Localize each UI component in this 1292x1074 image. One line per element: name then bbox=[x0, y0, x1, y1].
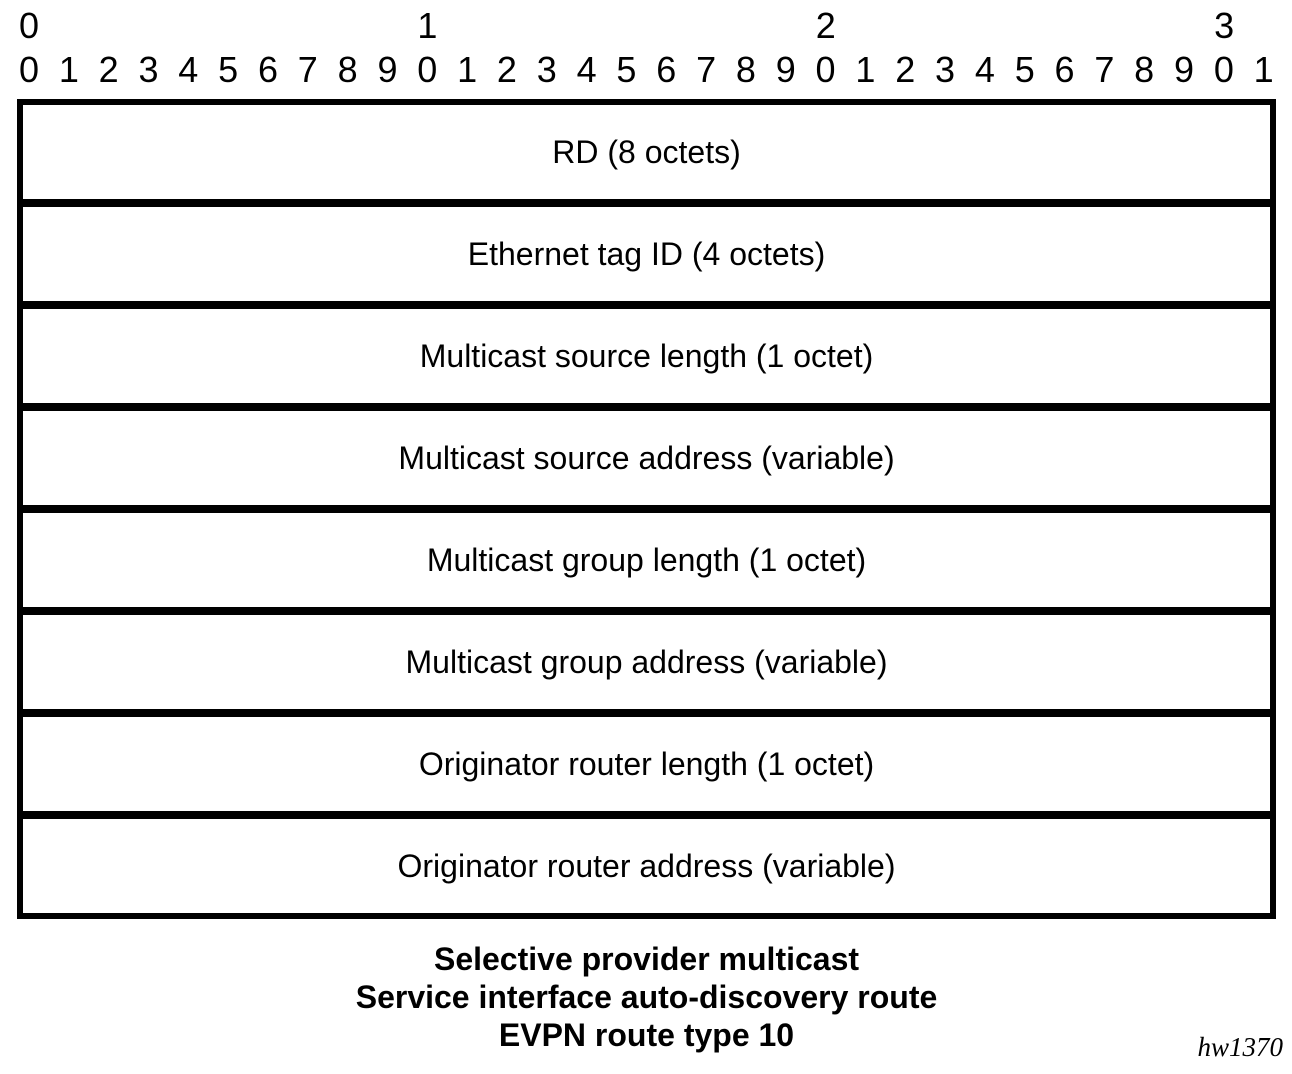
ruler-bit-digit: 9 bbox=[377, 49, 398, 90]
caption-line: Service interface auto-discovery route bbox=[355, 979, 938, 1015]
ruler-bit-digit: 1 bbox=[1253, 49, 1274, 90]
field-label: Ethernet tag ID (4 octets) bbox=[467, 236, 826, 272]
ruler-bit-digit: 6 bbox=[656, 49, 677, 90]
ruler-bit-digit: 5 bbox=[616, 49, 637, 90]
field-row: Multicast group address (variable) bbox=[23, 615, 1270, 717]
ruler-bit-digit: 4 bbox=[178, 49, 199, 90]
field-row: Multicast source length (1 octet) bbox=[23, 309, 1270, 411]
ruler-bit-digit: 5 bbox=[218, 49, 239, 90]
ruler-bit-digit: 0 bbox=[815, 49, 836, 90]
caption-line: EVPN route type 10 bbox=[498, 1017, 795, 1053]
field-label: Multicast source address (variable) bbox=[398, 440, 895, 476]
field-label: Multicast source length (1 octet) bbox=[419, 338, 874, 374]
ruler-bit-digit: 7 bbox=[696, 49, 717, 90]
ruler-bit-digit: 9 bbox=[1174, 49, 1195, 90]
ruler-bit-digit: 7 bbox=[297, 49, 318, 90]
field-row: RD (8 octets) bbox=[23, 105, 1270, 207]
ruler-bit-digit: 2 bbox=[895, 49, 916, 90]
field-label: Originator router address (variable) bbox=[397, 848, 896, 884]
bit-ruler-tens-row: 0 1 2 3 bbox=[17, 6, 1276, 48]
field-row: Originator router length (1 octet) bbox=[23, 717, 1270, 819]
ruler-bit-digit: 4 bbox=[576, 49, 597, 90]
packet-field-box: RD (8 octets) Ethernet tag ID (4 octets)… bbox=[17, 99, 1276, 919]
ruler-bit-digit: 1 bbox=[58, 49, 79, 90]
field-label: RD (8 octets) bbox=[552, 134, 741, 170]
ruler-bit-digit: 3 bbox=[536, 49, 557, 90]
ruler-bit-digit: 7 bbox=[1094, 49, 1115, 90]
ruler-bit-digit: 8 bbox=[735, 49, 756, 90]
ruler-bit-digit: 3 bbox=[138, 49, 159, 90]
ruler-bit-digit: 4 bbox=[974, 49, 995, 90]
ruler-bit-digit: 8 bbox=[1134, 49, 1155, 90]
caption-line: Selective provider multicast bbox=[433, 941, 860, 977]
ruler-bit-digit: 2 bbox=[98, 49, 119, 90]
figure-id-label: hw1370 bbox=[1197, 1032, 1283, 1062]
ruler-bit-digit: 6 bbox=[257, 49, 278, 90]
field-label: Originator router length (1 octet) bbox=[418, 746, 875, 782]
ruler-bit-digit: 9 bbox=[775, 49, 796, 90]
ruler-bit-digit: 8 bbox=[337, 49, 358, 90]
ruler-bit-digit: 1 bbox=[457, 49, 478, 90]
ruler-tens-digit: 2 bbox=[815, 5, 836, 46]
field-label: Multicast group address (variable) bbox=[405, 644, 888, 680]
ruler-bit-digit: 2 bbox=[496, 49, 517, 90]
ruler-bit-digit: 3 bbox=[935, 49, 956, 90]
ruler-tens-digit: 1 bbox=[417, 5, 438, 46]
ruler-bit-digit: 0 bbox=[1213, 49, 1234, 90]
field-row: Multicast source address (variable) bbox=[23, 411, 1270, 513]
field-row: Originator router address (variable) bbox=[23, 819, 1270, 913]
field-row: Multicast group length (1 octet) bbox=[23, 513, 1270, 615]
ruler-tens-digit: 3 bbox=[1214, 5, 1235, 46]
ruler-bit-digit: 6 bbox=[1054, 49, 1075, 90]
ruler-bit-digit: 5 bbox=[1014, 49, 1035, 90]
ruler-tens-digit: 0 bbox=[18, 5, 40, 46]
field-row: Ethernet tag ID (4 octets) bbox=[23, 207, 1270, 309]
ruler-bit-digit: 1 bbox=[855, 49, 876, 90]
ruler-bit-digit: 0 bbox=[417, 49, 438, 90]
ruler-bit-digit: 0 bbox=[18, 49, 40, 90]
field-label: Multicast group length (1 octet) bbox=[426, 542, 867, 578]
